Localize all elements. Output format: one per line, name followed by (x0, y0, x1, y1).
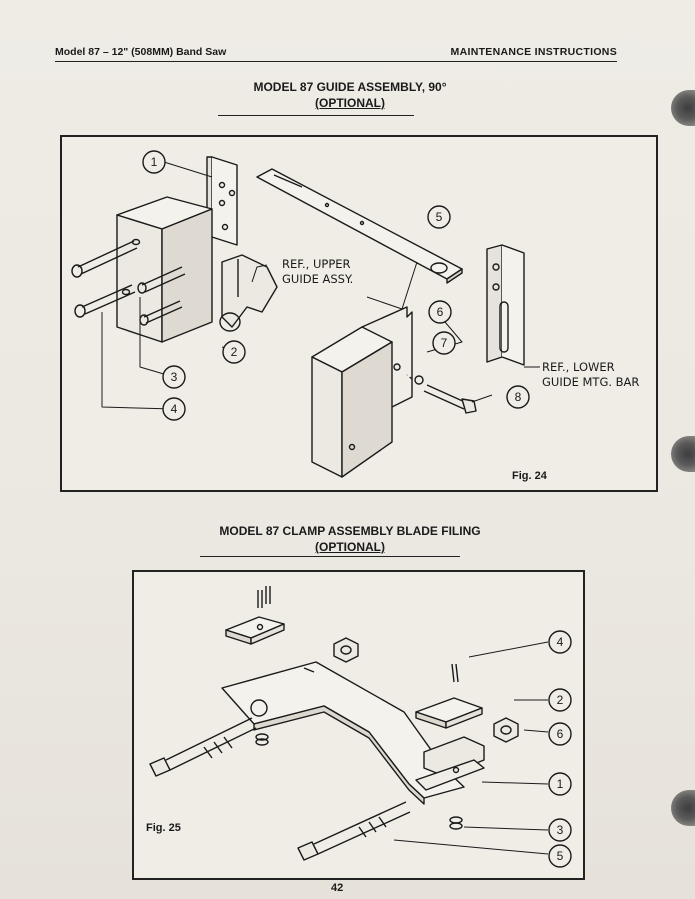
upper-guide-bracket (219, 254, 278, 332)
cap-screws (71, 240, 186, 326)
header-section: MAINTENANCE INSTRUCTIONS (450, 46, 617, 58)
title-rule (218, 115, 414, 117)
lower-clamp-plate (415, 663, 483, 729)
binder-hole-icon (671, 436, 695, 472)
page-number: 42 (331, 882, 344, 894)
angle-bracket (311, 306, 413, 478)
callout-6: 6 (437, 305, 444, 319)
clamp-arm (221, 661, 465, 805)
callout-3: 3 (171, 370, 178, 384)
guide-assembly-heading: MODEL 87 GUIDE ASSEMBLY, 90° (253, 80, 447, 94)
figure-24: 1 2 3 4 5 6 7 8 REF., UPPER GUIDE ASSY. (60, 135, 658, 492)
ref-upper-line2: GUIDE ASSY. (282, 272, 353, 286)
callout-1: 1 (151, 155, 158, 169)
figure-25-callouts: 4 2 6 1 3 5 (548, 630, 572, 868)
figure-25: 4 2 6 1 3 5 Fig. 25 (132, 570, 585, 880)
guide-block (116, 196, 213, 343)
clamp-assembly-optional: (OPTIONAL) (315, 540, 385, 554)
callout-5: 5 (436, 210, 443, 224)
guide-assembly-drawing: 1 2 3 4 5 6 7 8 REF., UPPER GUIDE ASSY. (71, 150, 639, 478)
hex-nuts (333, 637, 519, 743)
guide-assembly-optional: (OPTIONAL) (315, 96, 385, 110)
upper-clamp-plate (225, 586, 285, 645)
figure-25-label: Fig. 25 (146, 822, 181, 834)
ref-lower-line2: GUIDE MTG. BAR (542, 375, 639, 389)
callout-4: 4 (171, 402, 178, 416)
clamp-assembly-heading: MODEL 87 CLAMP ASSEMBLY BLADE FILING (219, 524, 481, 538)
bolt-and-washer (406, 374, 477, 414)
ref-upper-line1: REF., UPPER (282, 257, 351, 271)
binder-hole-icon (671, 790, 695, 826)
callout-7: 7 (441, 336, 448, 350)
clamp-bolts (149, 717, 411, 861)
fig25-callout-4: 4 (557, 635, 564, 649)
fig25-leader-lines (393, 641, 549, 855)
flat-bar (256, 168, 463, 284)
clamp-assembly-title: MODEL 87 CLAMP ASSEMBLY BLADE FILING (OP… (180, 524, 520, 554)
guide-assembly-title: MODEL 87 GUIDE ASSEMBLY, 90° (OPTIONAL) (180, 80, 520, 110)
clamp-bar (415, 736, 485, 791)
lock-washers (255, 733, 463, 830)
ref-lower-line1: REF., LOWER (542, 360, 615, 374)
fig25-callout-6: 6 (557, 727, 564, 741)
lower-guide-bar (486, 244, 525, 366)
figure-24-label: Fig. 24 (512, 470, 547, 482)
fig25-callout-2: 2 (557, 693, 564, 707)
reference-labels: REF., UPPER GUIDE ASSY. REF., LOWER GUID… (282, 257, 639, 389)
binder-hole-icon (671, 90, 695, 126)
figure-24-callouts: 1 2 3 4 5 6 7 8 (142, 150, 530, 421)
fig25-callout-3: 3 (557, 823, 564, 837)
fig25-callout-5: 5 (557, 849, 564, 863)
clamp-assembly-drawing: 4 2 6 1 3 5 (149, 586, 572, 868)
fig25-callout-1: 1 (557, 777, 564, 791)
callout-8: 8 (515, 390, 522, 404)
header-model: Model 87 – 12" (508MM) Band Saw (55, 46, 227, 58)
callout-2: 2 (231, 345, 238, 359)
title-rule-2 (200, 556, 460, 558)
page-header: Model 87 – 12" (508MM) Band Saw MAINTENA… (55, 43, 617, 62)
